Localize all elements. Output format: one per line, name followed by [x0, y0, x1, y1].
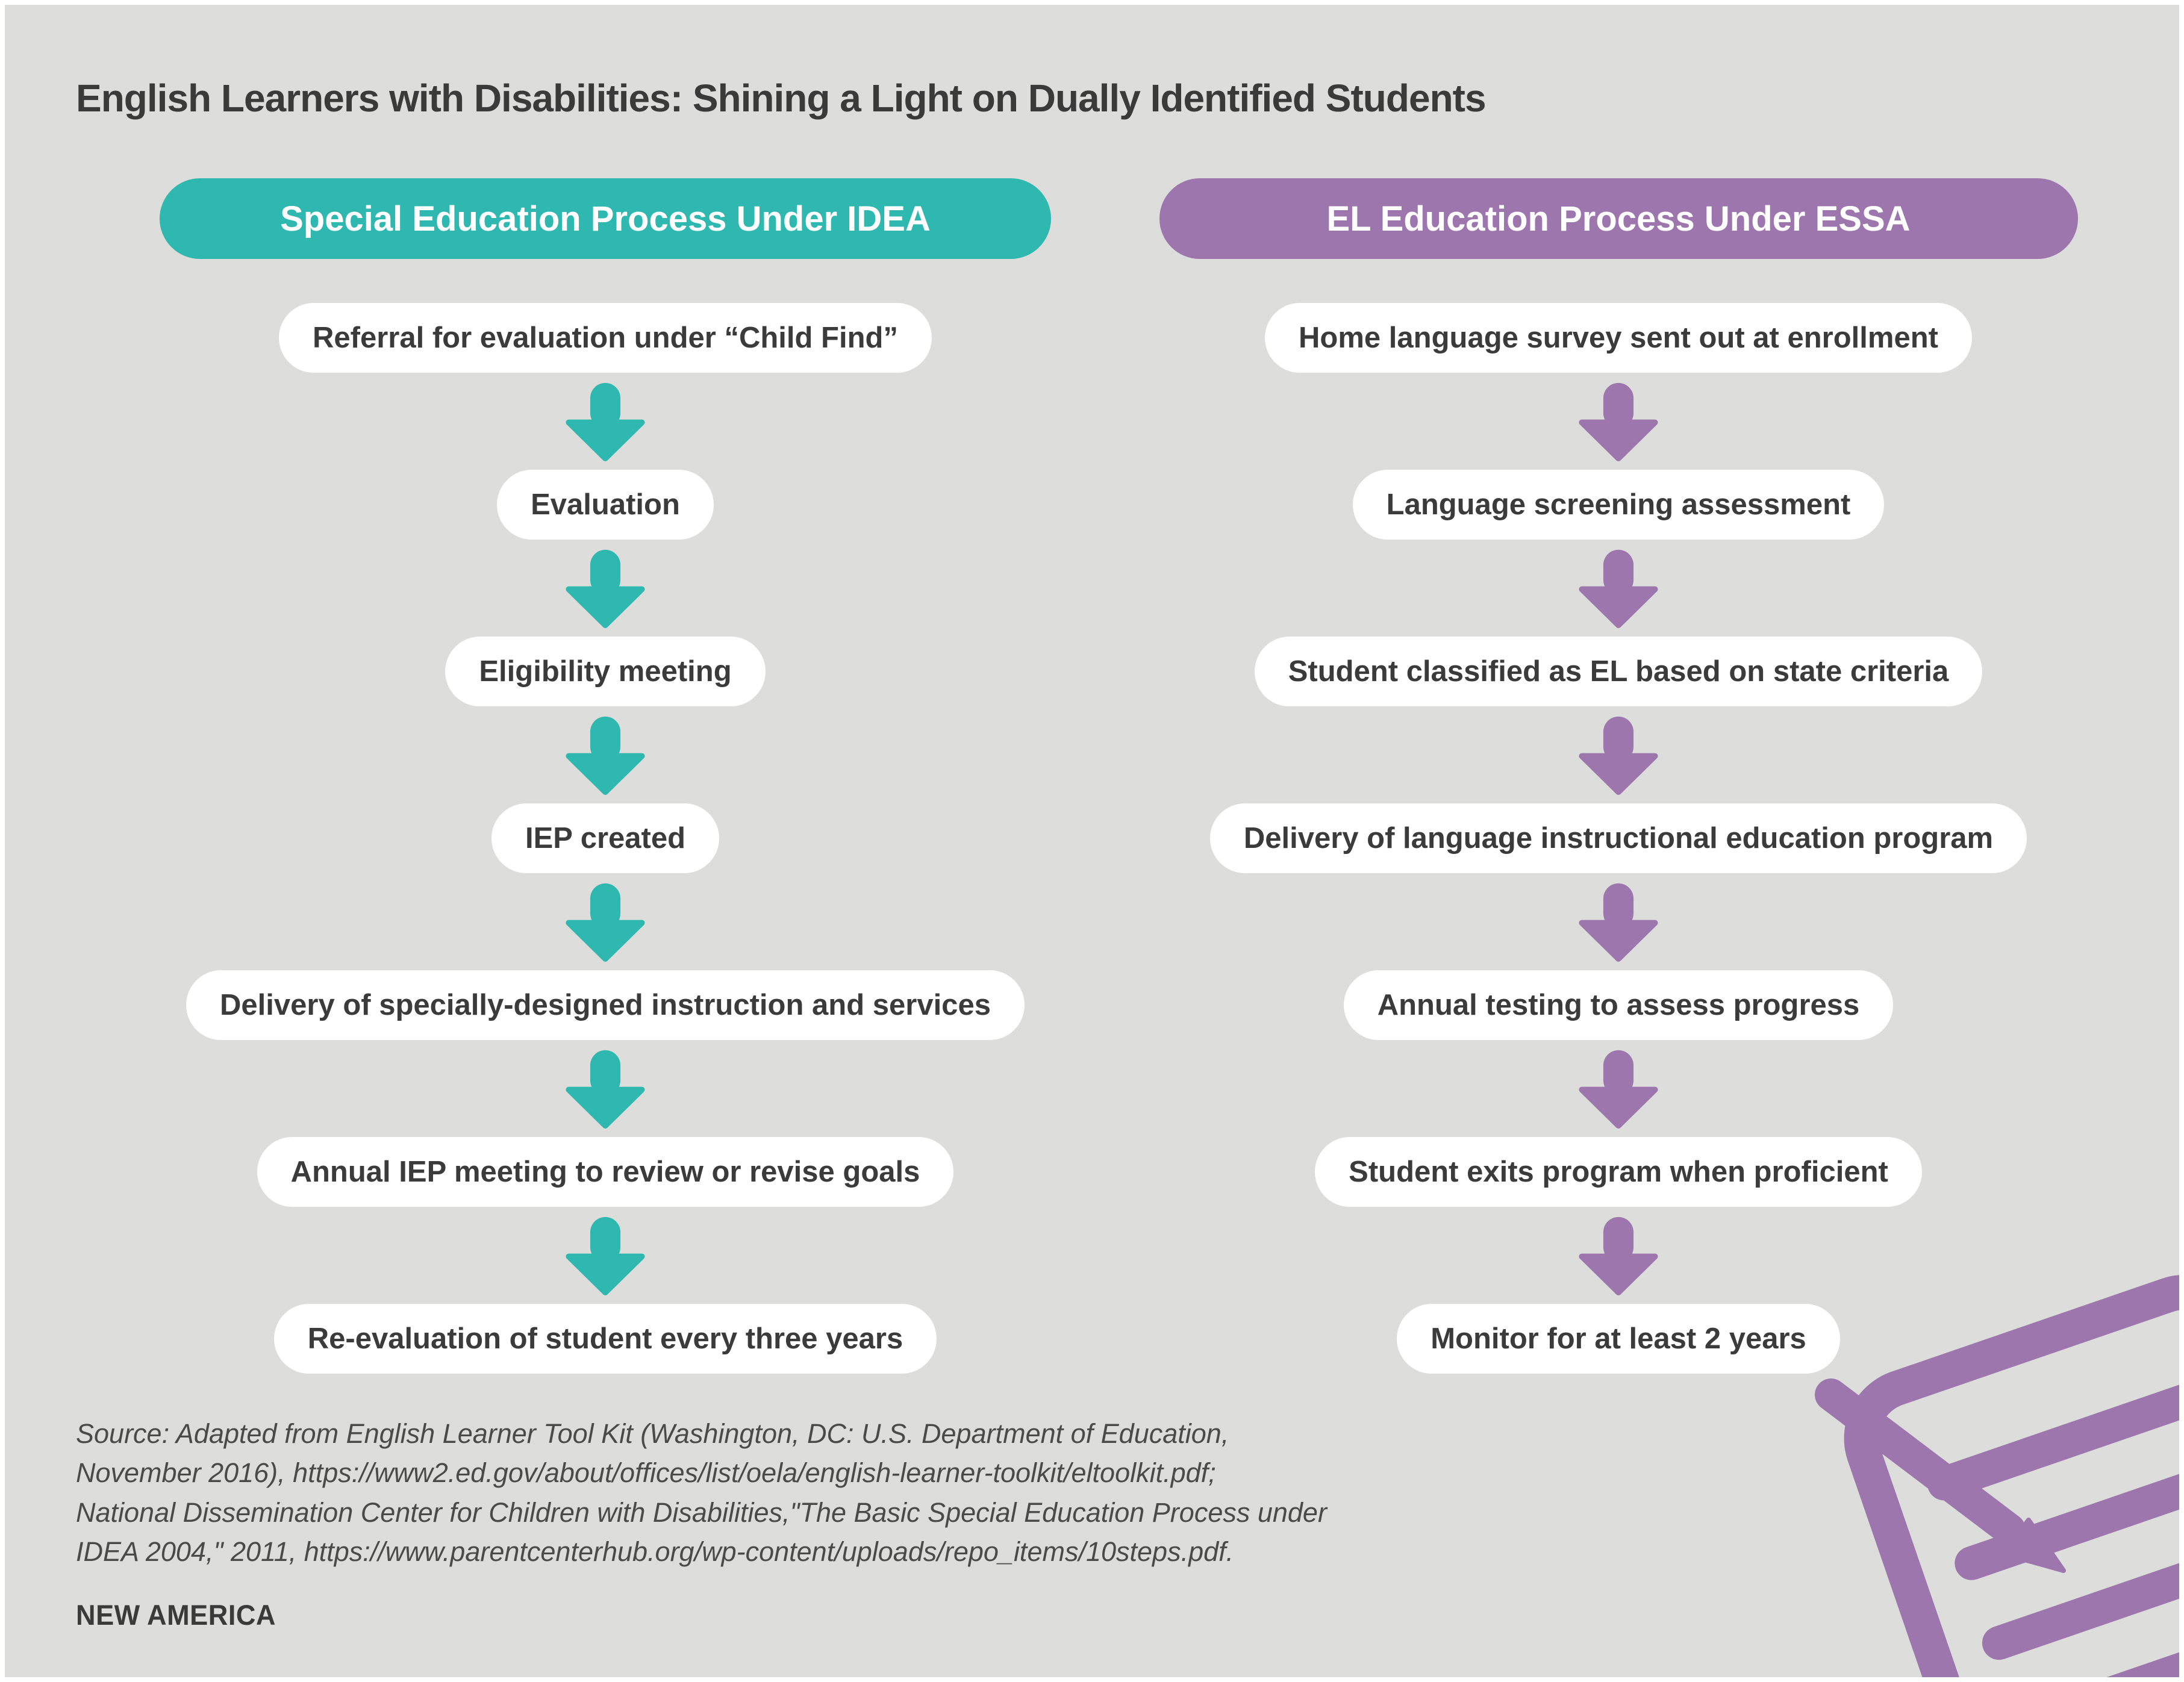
- step-pill: Monitor for at least 2 years: [1397, 1304, 1840, 1374]
- step-pill: Eligibility meeting: [445, 637, 766, 706]
- source-line: Source: Adapted from English Learner Too…: [76, 1418, 1229, 1449]
- column-essa-process: EL Education Process Under ESSA Home lan…: [1137, 178, 2100, 1374]
- down-arrow-icon: [1579, 1050, 1658, 1129]
- infographic-canvas: English Learners with Disabilities: Shin…: [5, 5, 2179, 1677]
- down-arrow-icon: [1579, 883, 1658, 962]
- down-arrow-icon: [1579, 1216, 1658, 1296]
- step-pill: Home language survey sent out at enrollm…: [1265, 303, 1972, 373]
- source-line: IDEA 2004," 2011, https://www.parentcent…: [76, 1536, 1234, 1567]
- source-line: National Dissemination Center for Childr…: [76, 1497, 1327, 1528]
- column-header-idea: Special Education Process Under IDEA: [160, 178, 1051, 259]
- step-pill: Delivery of language instructional educa…: [1209, 803, 2027, 873]
- pencil-icon: [1815, 1378, 2066, 1573]
- down-arrow-icon: [566, 1216, 645, 1296]
- step-pill: Student classified as EL based on state …: [1254, 637, 1983, 706]
- new-america-logo: NEW AMERICA: [76, 1599, 276, 1631]
- step-pill: Referral for evaluation under “Child Fin…: [279, 303, 932, 373]
- step-pill: Language screening assessment: [1352, 470, 1885, 540]
- down-arrow-icon: [1579, 549, 1658, 629]
- step-pill: Annual testing to assess progress: [1343, 970, 1894, 1040]
- column-header-essa: EL Education Process Under ESSA: [1159, 178, 2078, 259]
- down-arrow-icon: [1579, 716, 1658, 796]
- source-line: November 2016), https://www2.ed.gov/abou…: [76, 1457, 1216, 1489]
- step-pill: Evaluation: [497, 470, 714, 540]
- page-title: English Learners with Disabilities: Shin…: [76, 76, 1487, 120]
- column-idea-process: Special Education Process Under IDEA Ref…: [123, 178, 1087, 1374]
- step-pill: Re-evaluation of student every three yea…: [273, 1304, 937, 1374]
- source-citation: Source: Adapted from English Learner Too…: [76, 1414, 1327, 1571]
- down-arrow-icon: [566, 549, 645, 629]
- step-pill: Annual IEP meeting to review or revise g…: [257, 1137, 954, 1207]
- step-pill: Student exits program when proficient: [1315, 1137, 1922, 1207]
- down-arrow-icon: [566, 883, 645, 962]
- down-arrow-icon: [566, 382, 645, 462]
- step-pill: IEP created: [491, 803, 720, 873]
- down-arrow-icon: [1579, 382, 1658, 462]
- down-arrow-icon: [566, 716, 645, 796]
- document-pencil-icon: [1815, 1274, 2179, 1677]
- down-arrow-icon: [566, 1050, 645, 1129]
- step-pill: Delivery of specially-designed instructi…: [186, 970, 1025, 1040]
